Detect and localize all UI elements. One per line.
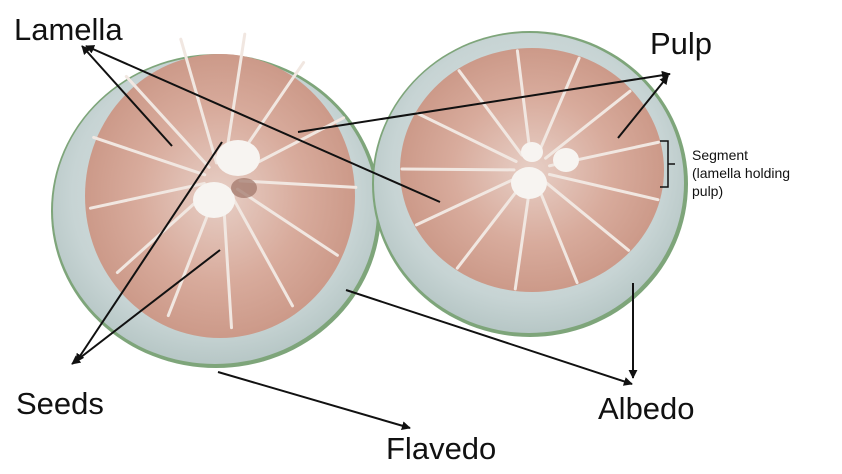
left-fruit-half <box>51 34 381 368</box>
right-lamella-10 <box>402 169 514 170</box>
segment-label-line-2: (lamella holding <box>692 164 790 182</box>
right-core <box>511 167 547 199</box>
segment-label-line-1: Segment <box>692 146 790 164</box>
left-seed-cavity <box>231 178 257 198</box>
segment-label-line-3: pulp) <box>692 182 790 200</box>
right-fruit-half <box>372 31 688 337</box>
pulp-label: Pulp <box>650 28 712 59</box>
lamella-label: Lamella <box>14 14 123 45</box>
right-core-3 <box>521 142 543 162</box>
flavedo-label: Flavedo <box>386 433 496 464</box>
flavedo-arrow <box>218 372 410 428</box>
left-core <box>216 140 260 176</box>
right-core-2 <box>553 148 579 172</box>
seeds-label: Seeds <box>16 388 104 419</box>
segment-label: Segment (lamella holding pulp) <box>692 146 790 200</box>
albedo-label: Albedo <box>598 393 695 424</box>
left-core-2 <box>193 182 235 218</box>
